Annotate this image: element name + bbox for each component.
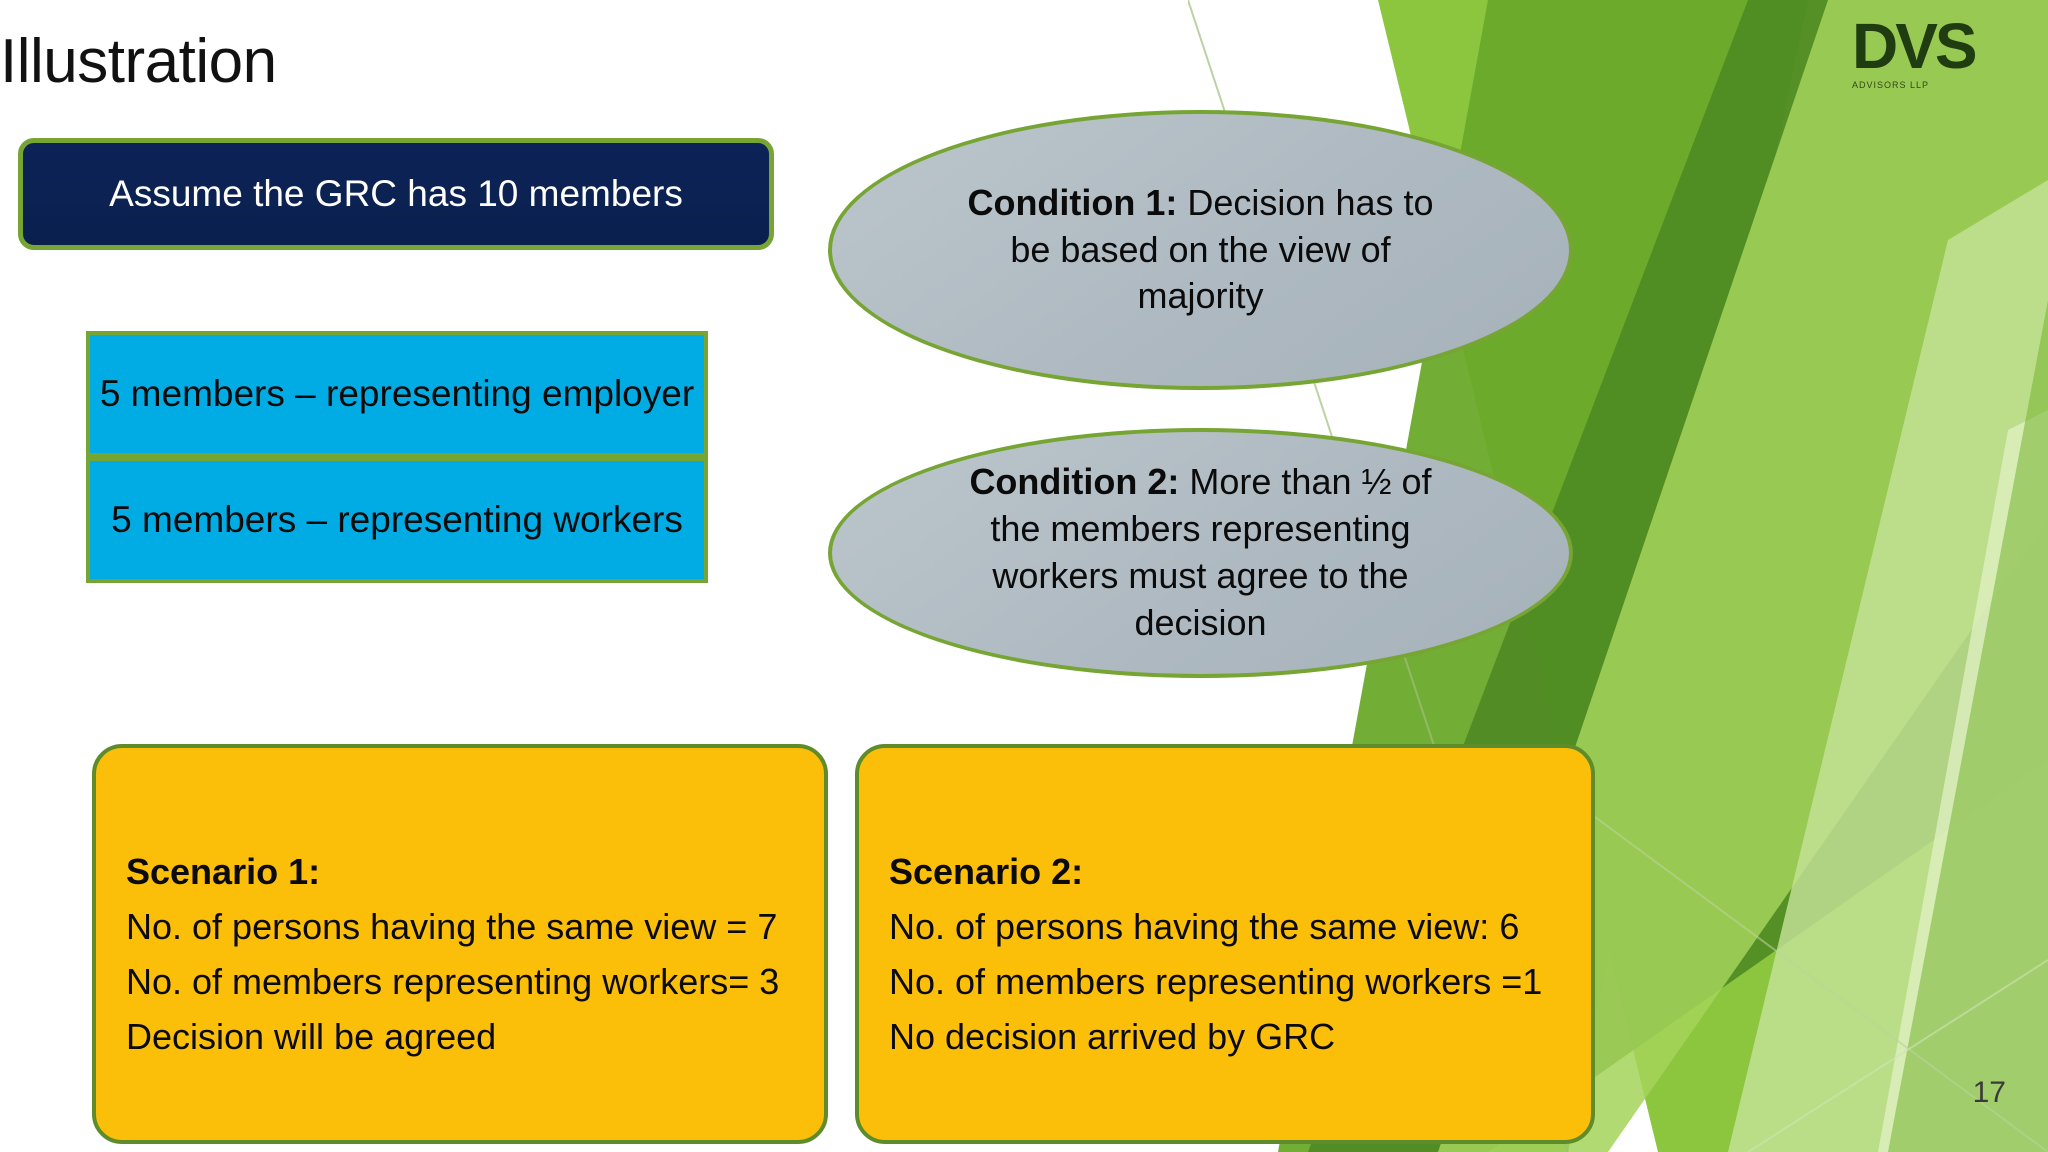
scenario-2-heading: Scenario 2:: [889, 851, 1084, 892]
scenario-1-heading: Scenario 1:: [126, 851, 321, 892]
condition-1-label: Condition 1:: [967, 181, 1178, 223]
logo-subtitle: ADVISORS LLP: [1852, 80, 1930, 90]
condition-1-ellipse: Condition 1: Decision has to be based on…: [828, 110, 1573, 390]
condition-1-text: Decision has to be based on the view of …: [1010, 181, 1434, 317]
condition-2-ellipse: Condition 2: More than ½ of the members …: [828, 428, 1573, 678]
condition-2-label: Condition 2:: [969, 461, 1180, 503]
condition-2-text: More than ½ of the members representing …: [990, 461, 1432, 643]
composition-box-employer-label: 5 members – representing employer: [99, 373, 695, 415]
assumption-box: Assume the GRC has 10 members: [18, 138, 774, 250]
scenario-1-box: Scenario 1: No. of persons having the sa…: [92, 744, 828, 1144]
composition-box-workers-label: 5 members – representing workers: [111, 499, 683, 541]
dvs-logo: DVS ADVISORS LLP: [1852, 14, 2022, 110]
condition-2-content: Condition 2: More than ½ of the members …: [943, 459, 1459, 646]
composition-box-workers: 5 members – representing workers: [86, 457, 708, 583]
scenario-2-box: Scenario 2: No. of persons having the sa…: [855, 744, 1595, 1144]
scenario-2-line-1: No. of persons having the same view: 6: [889, 906, 1520, 948]
scenario-1-line-1: No. of persons having the same view = 7: [126, 906, 778, 948]
logo-text: DVS: [1852, 10, 1978, 82]
composition-box-employer: 5 members – representing employer: [86, 331, 708, 457]
assumption-box-label: Assume the GRC has 10 members: [109, 173, 683, 214]
slide-number: 17: [1972, 1076, 2006, 1109]
scenario-2-line-2: No. of members representing workers =1: [889, 961, 1543, 1003]
scenario-1-line-2: No. of members representing workers= 3: [126, 961, 780, 1003]
scenario-2-line-3: No decision arrived by GRC: [889, 1016, 1336, 1058]
page-title: Illustration: [0, 27, 277, 96]
condition-1-content: Condition 1: Decision has to be based on…: [957, 180, 1443, 320]
scenario-1-line-3: Decision will be agreed: [126, 1016, 497, 1058]
